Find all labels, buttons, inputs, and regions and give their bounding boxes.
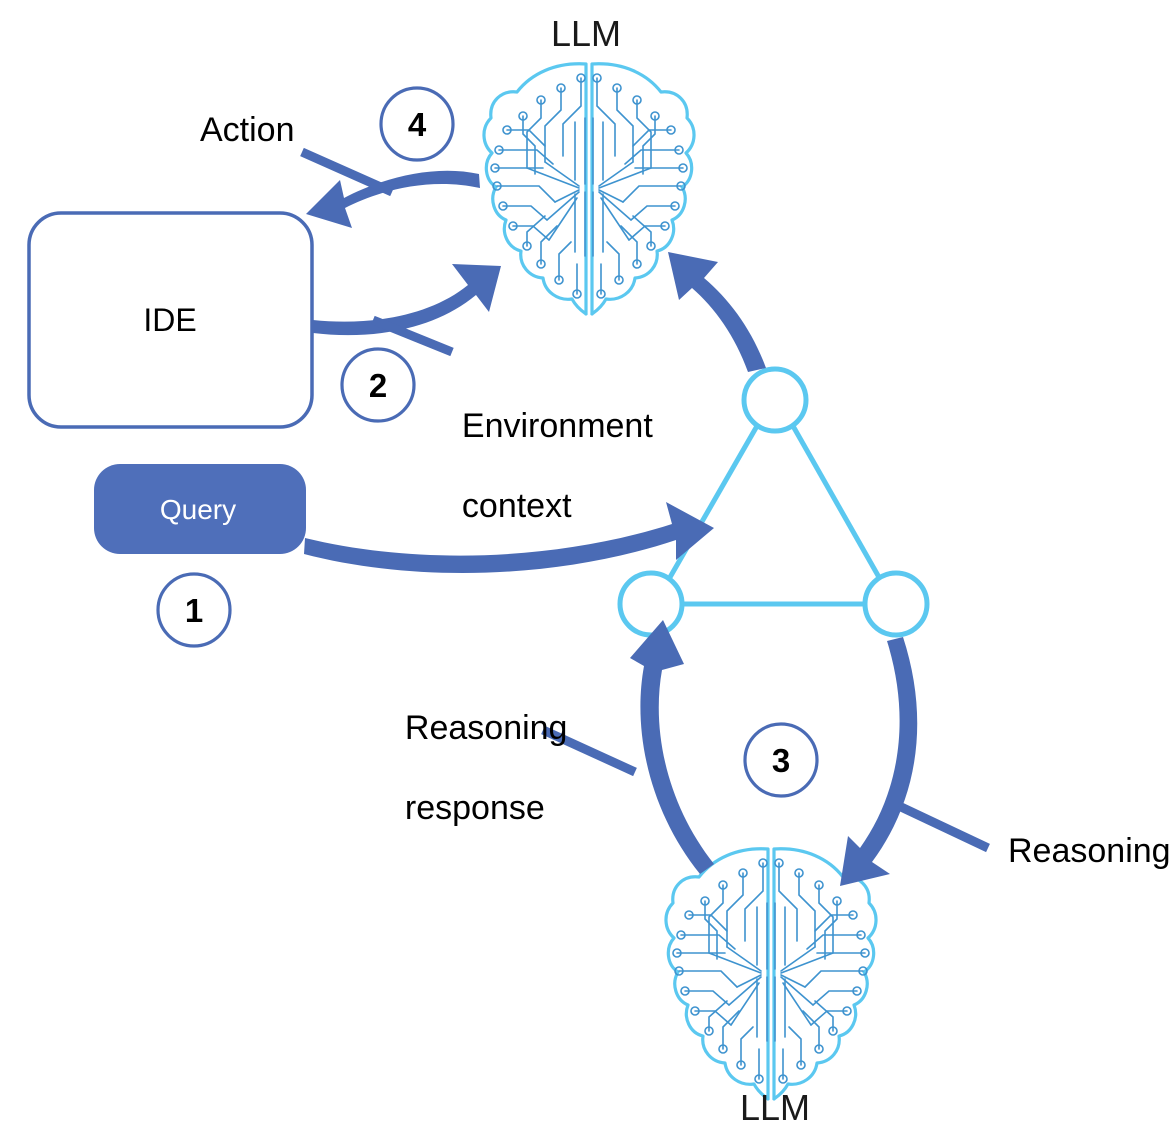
triangle-network-icon — [617, 366, 930, 638]
step-circle-1[interactable]: 1 — [156, 572, 232, 648]
query-box[interactable] — [94, 464, 306, 554]
arrow-graph-to-llm-bottom — [840, 637, 918, 886]
reasoning-response-label: Reasoning response — [386, 668, 568, 828]
leader-environment-context — [371, 315, 454, 357]
arrow-query-to-graph — [304, 502, 714, 574]
environment-context-line1: Environment — [461, 407, 653, 445]
step-circle-4[interactable]: 4 — [379, 86, 455, 162]
llm-bottom-brain-icon — [666, 849, 876, 1099]
step-number-4: 4 — [408, 106, 427, 143]
environment-context-line2: context — [461, 487, 572, 525]
arrow-llm-bottom-to-graph — [630, 620, 714, 874]
arrow-graph-to-llm-top — [668, 252, 766, 372]
step-number-2: 2 — [369, 367, 387, 404]
step-number-1: 1 — [185, 592, 203, 629]
leader-action — [300, 147, 394, 197]
ide-box[interactable] — [27, 211, 314, 429]
leader-reasoning — [897, 801, 990, 853]
graph-edge-top-right — [790, 424, 883, 581]
llm-bottom-label: LLM — [740, 1087, 810, 1128]
llm-top-label: LLM — [551, 13, 621, 54]
arrow-ide-to-llm — [313, 264, 501, 336]
graph-node-right — [862, 570, 930, 638]
step-number-3: 3 — [772, 742, 790, 779]
llm-top-brain-icon — [484, 64, 694, 314]
action-label: Action — [200, 111, 295, 149]
step-circle-3[interactable]: 3 — [743, 722, 819, 798]
ide-label: IDE — [143, 302, 196, 338]
graph-edge-top-left — [666, 424, 760, 581]
reasoning-response-line1: Reasoning — [404, 709, 568, 747]
reasoning-label: Reasoning — [1008, 832, 1171, 870]
graph-node-left — [617, 570, 685, 638]
leader-reasoning-response — [541, 725, 637, 777]
graph-node-top — [741, 366, 809, 434]
reasoning-response-line2: response — [404, 789, 545, 827]
query-label: Query — [160, 494, 236, 525]
arrow-llm-to-ide — [306, 170, 480, 228]
environment-context-label: Environment context — [443, 366, 653, 526]
step-circle-2[interactable]: 2 — [340, 347, 416, 423]
